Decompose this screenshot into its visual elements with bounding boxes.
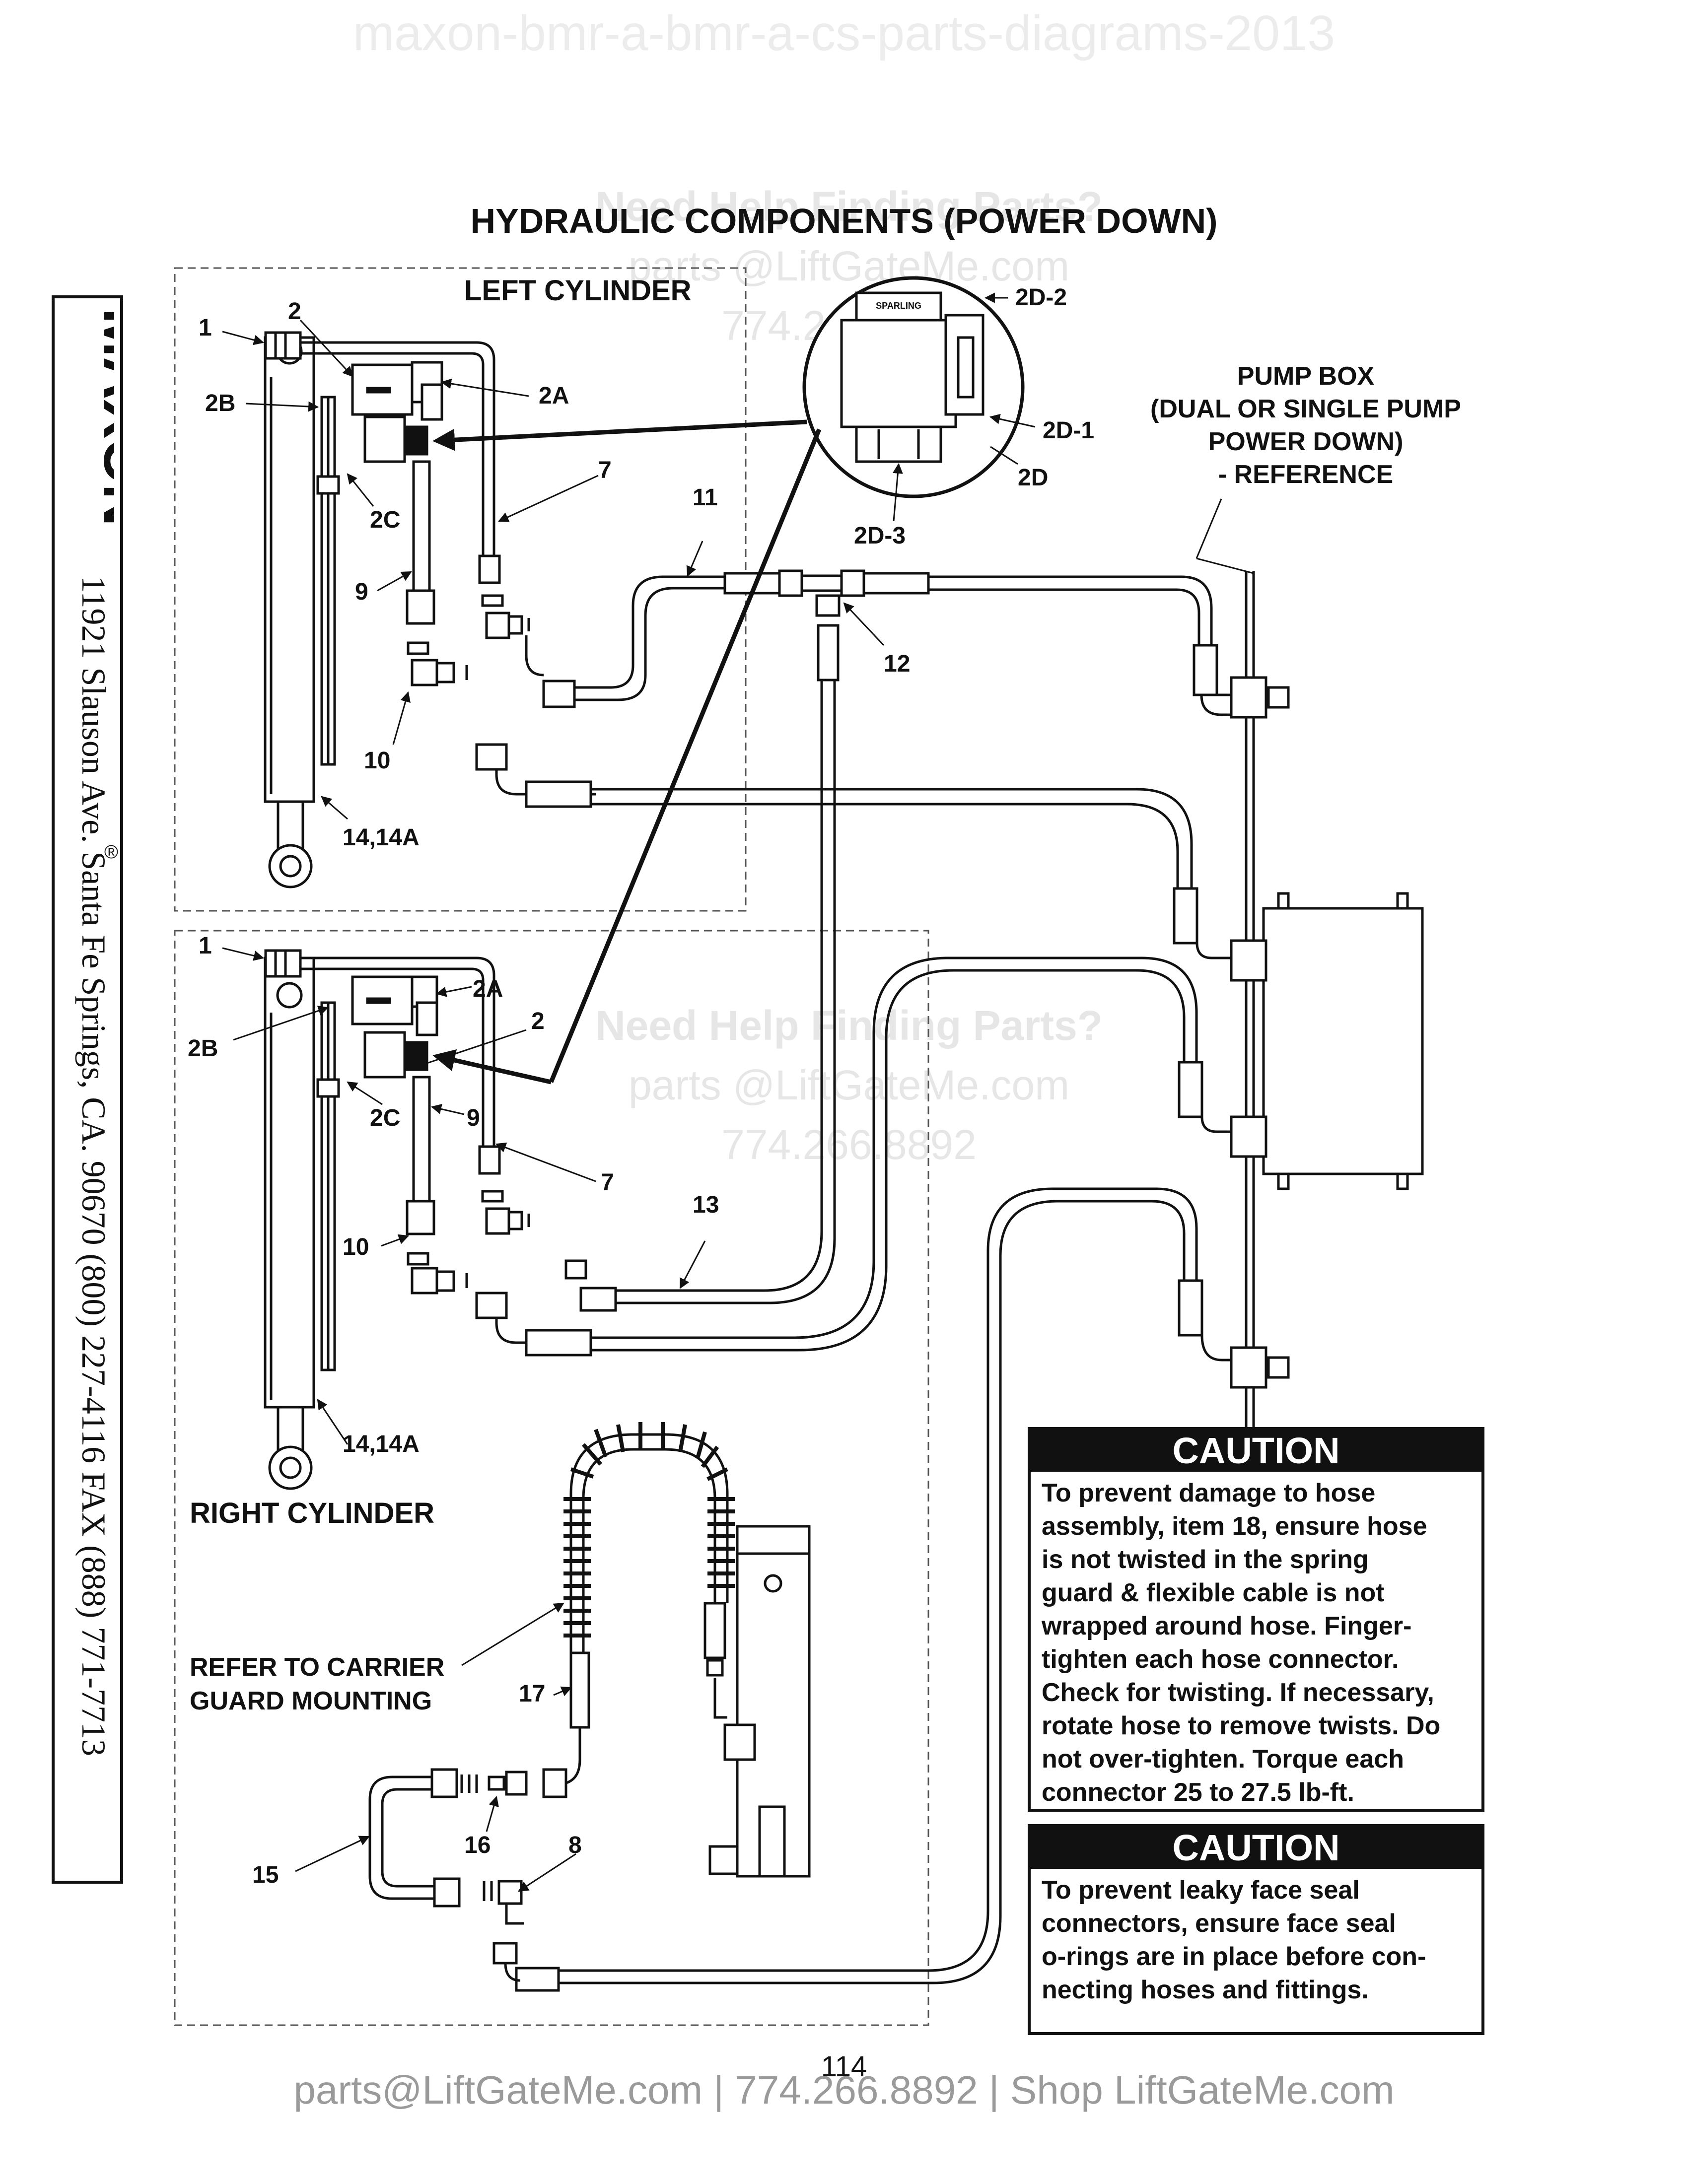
footer-contact: parts@LiftGateMe.com | 774.266.8892 | Sh… <box>293 2068 1395 2112</box>
left-cylinder <box>264 336 340 888</box>
caution-box-face-seal: CAUTION To prevent leaky face seal conne… <box>1028 1824 1484 2035</box>
left-cylinder-tubes <box>300 341 501 584</box>
right-cylinder <box>264 956 340 1490</box>
spring-guard-coils <box>563 1422 735 1638</box>
hose-11 <box>525 575 725 708</box>
left-elbow-10 <box>407 641 468 686</box>
elbow-8 <box>483 1880 524 1982</box>
callout-2B: 2B <box>188 1035 218 1062</box>
watermark-help-email: parts @LiftGateMe.com <box>628 243 1070 289</box>
right-elbow-10 <box>407 1252 468 1295</box>
watermark-document-name: maxon-bmr-a-bmr-a-cs-parts-diagrams-2013 <box>352 5 1336 61</box>
pump-box-line: POWER DOWN) <box>1208 427 1404 456</box>
tee-12 <box>723 569 930 617</box>
callout-8: 8 <box>568 1832 582 1858</box>
company-address: 11921 Slauson Ave. Santa Fe Springs, CA.… <box>75 576 113 1757</box>
pump-box-line: - REFERENCE <box>1218 460 1394 489</box>
callout-2C: 2C <box>370 507 401 533</box>
carrier-guard-line: GUARD MOUNTING <box>190 1687 432 1715</box>
left-valve-2 <box>351 361 443 463</box>
hose-left-main <box>475 743 1198 945</box>
left-tube-9 <box>406 460 435 625</box>
watermark-help-phone: 774.266.8892 <box>721 1121 977 1168</box>
right-valve-2 <box>351 975 438 1079</box>
page-title: HYDRAULIC COMPONENTS (POWER DOWN) <box>470 202 1218 240</box>
callout-14-14A: 14,14A <box>343 824 420 851</box>
callout-13: 13 <box>693 1192 719 1218</box>
pump-box <box>1196 571 1424 1449</box>
callout-2A: 2A <box>539 383 569 409</box>
callout-leaders <box>222 292 1254 1892</box>
callout-2B: 2B <box>205 390 236 416</box>
callout-10: 10 <box>343 1234 369 1260</box>
callout-1: 1 <box>199 315 212 341</box>
watermark-help-heading: Need Help Finding Parts? <box>595 1002 1103 1049</box>
callout-1: 1 <box>199 933 212 959</box>
callout-2: 2 <box>531 1008 545 1034</box>
callout-11: 11 <box>693 484 718 511</box>
valve-stamp: SPARLING <box>876 301 921 311</box>
callout-10: 10 <box>364 748 391 774</box>
hose-right-main <box>475 956 1203 1357</box>
control-unit <box>703 1525 811 1878</box>
carrier-guard-line: REFER TO CARRIER <box>190 1653 445 1682</box>
callout-9: 9 <box>467 1105 480 1131</box>
callout-17: 17 <box>519 1681 546 1707</box>
callout-9: 9 <box>355 579 368 605</box>
valve-2D-detail <box>802 276 1025 498</box>
left-elbow-7 <box>481 594 530 639</box>
zoom-leaders <box>432 419 822 1085</box>
left-cylinder-label: LEFT CYLINDER <box>464 274 692 307</box>
maxon-brand-strip: MAXON ® <box>52 295 123 1884</box>
callout-2: 2 <box>288 298 301 325</box>
watermark-help-heading: Need Help Finding Parts? <box>595 183 1103 230</box>
carrier-guard-note: REFER TO CARRIER GUARD MOUNTING <box>190 1650 444 1718</box>
callout-14-14A: 14,14A <box>343 1431 420 1457</box>
caution-text: To prevent damage to hose assembly, item… <box>1042 1479 1441 1807</box>
callout-2D-3: 2D-3 <box>854 523 906 549</box>
right-elbow-7 <box>481 1190 530 1235</box>
hose-15 <box>368 1768 461 1908</box>
pump-box-line: (DUAL OR SINGLE PUMP <box>1150 395 1461 423</box>
callout-16: 16 <box>464 1832 491 1858</box>
page-number: 114 <box>821 2050 867 2083</box>
right-tube-9 <box>406 1076 435 1235</box>
right-cylinder-fitting-1 <box>264 949 302 978</box>
watermark-help-email: parts @LiftGateMe.com <box>628 1062 1070 1108</box>
callout-2A: 2A <box>473 976 503 1002</box>
hose-bottom-long <box>515 1187 1203 1992</box>
hose-12-down <box>564 624 840 1312</box>
registered-mark: ® <box>104 842 118 863</box>
hose-17-fittings <box>460 1651 590 1798</box>
callout-7: 7 <box>601 1169 614 1196</box>
callout-2D: 2D <box>1018 465 1049 491</box>
caution-heading: CAUTION <box>1031 1827 1481 1869</box>
callout-7: 7 <box>598 457 612 483</box>
pump-box-line: PUMP BOX <box>1237 362 1375 391</box>
pump-box-label: PUMP BOX (DUAL OR SINGLE PUMP POWER DOWN… <box>1142 360 1470 491</box>
caution-heading: CAUTION <box>1031 1430 1481 1472</box>
maxon-logo-text: MAXON <box>91 308 114 526</box>
right-cylinder-label: RIGHT CYLINDER <box>190 1497 434 1529</box>
callout-2D-1: 2D-1 <box>1043 417 1095 444</box>
callout-15: 15 <box>252 1862 279 1888</box>
caution-box-hose-twist: CAUTION To prevent damage to hose assemb… <box>1028 1427 1484 1812</box>
right-cylinder-box <box>174 930 929 2026</box>
caution-text: To prevent leaky face seal connectors, e… <box>1042 1876 1426 2004</box>
maxon-logo: MAXON <box>91 308 114 526</box>
callout-12: 12 <box>884 651 911 677</box>
hose-top-to-pump <box>928 575 1231 716</box>
left-cylinder-fitting-1 <box>264 331 302 360</box>
callout-2D-2: 2D-2 <box>1015 284 1067 311</box>
callout-2C: 2C <box>370 1105 401 1131</box>
